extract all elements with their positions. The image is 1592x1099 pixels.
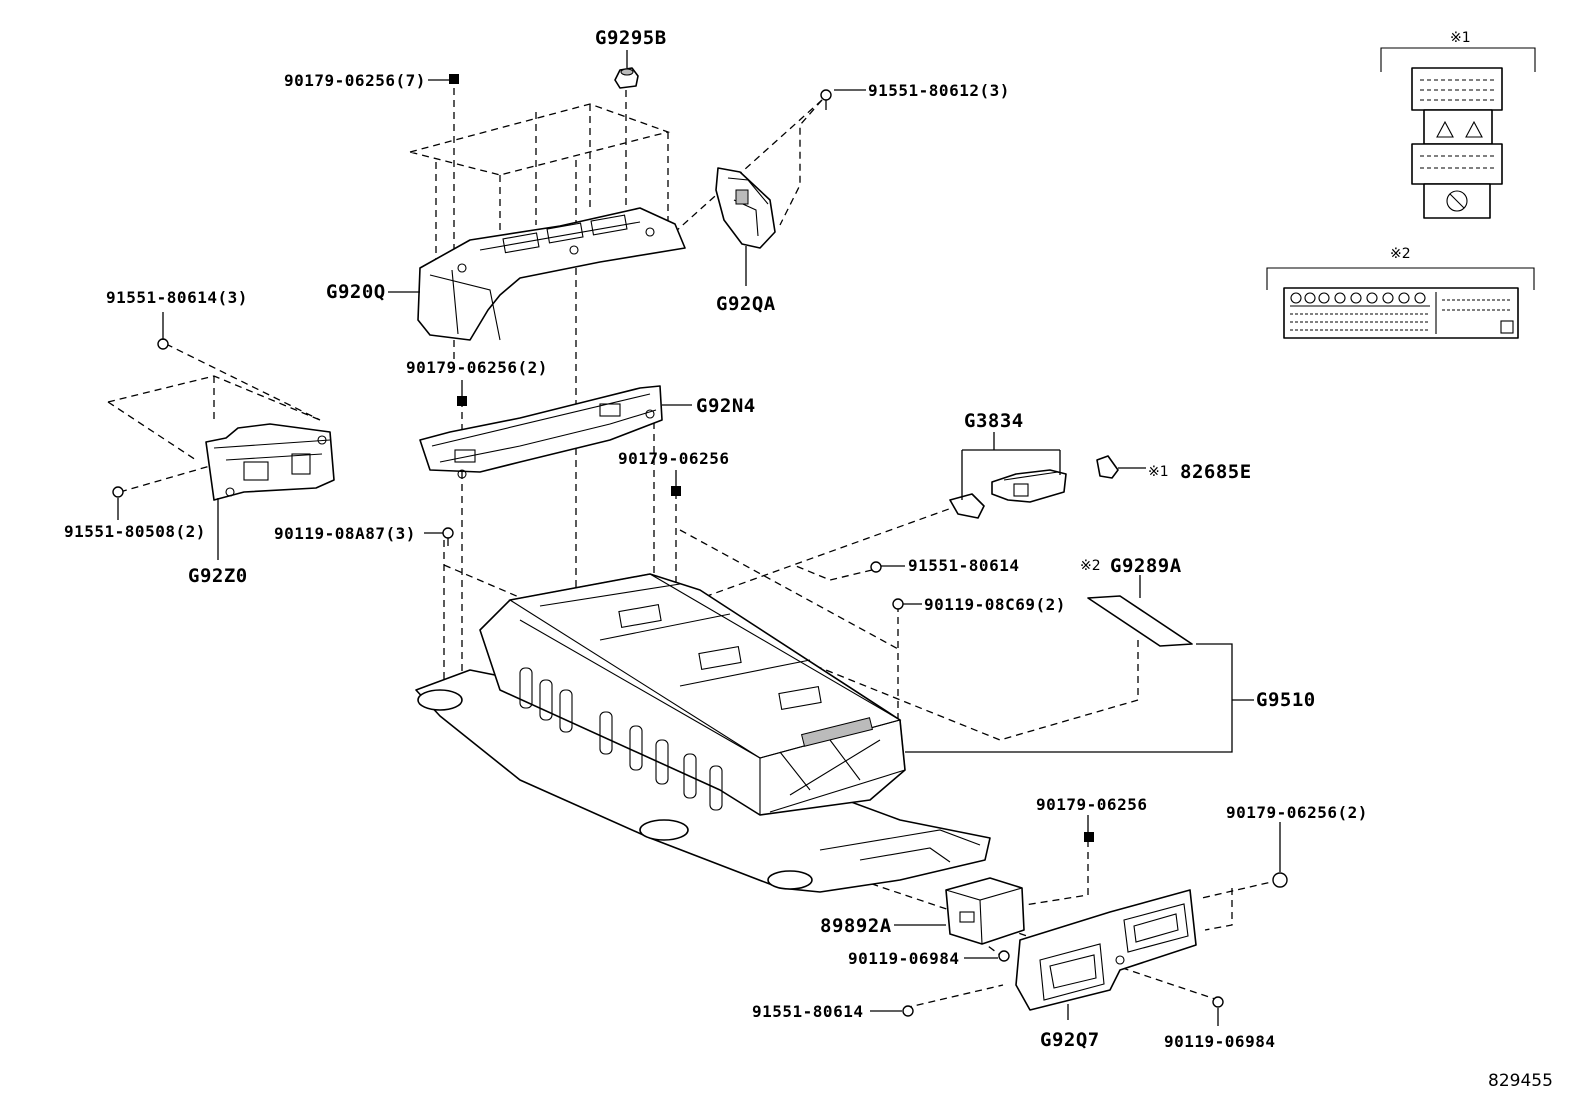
label-91551-80508-2: 91551-80508(2) — [64, 522, 206, 541]
label-82685e: 82685E — [1180, 461, 1252, 483]
part-89892a-module — [945, 877, 1025, 945]
part-labels: G9295B 90179-06256(7) 91551-80612(3) G92… — [64, 27, 1553, 1091]
label-g92n4: G92N4 — [696, 395, 756, 417]
label-90119-08c69-2: 90119-08C69(2) — [924, 595, 1066, 614]
part-g92qa-bracket — [715, 167, 776, 249]
note-mark2: ※2 — [1080, 558, 1101, 574]
label-91551-80614-low: 91551-80614 — [752, 1002, 863, 1021]
label-91551-80614-mid: 91551-80614 — [908, 556, 1019, 575]
part-g92z0-bracket — [205, 423, 335, 501]
part-g3834-clamp — [949, 469, 1067, 519]
bolt-icon — [902, 1005, 914, 1017]
bolt-icon — [1212, 996, 1224, 1008]
nut-icon — [449, 74, 459, 84]
leader-lines — [117, 50, 1281, 1026]
label-90119-06984-a: 90119-06984 — [848, 949, 959, 968]
bolt-icon — [998, 950, 1010, 962]
part-g92n4-bracket — [419, 385, 663, 479]
nut-icon — [671, 486, 681, 496]
nut-icon — [1084, 832, 1094, 842]
part-g920q-cover — [417, 207, 686, 341]
inset-caution-plate-2: ※2 — [1266, 246, 1535, 339]
caution-symbols — [1290, 292, 1426, 304]
label-g9510: G9510 — [1256, 689, 1316, 711]
diagram-id: 829455 — [1488, 1071, 1553, 1091]
label-90179-06256-2-top: 90179-06256(2) — [406, 358, 548, 377]
bolt-icon — [870, 561, 882, 573]
label-90119-08a87-3: 90119-08A87(3) — [274, 524, 416, 543]
label-g920q: G920Q — [326, 281, 386, 303]
label-90179-06256-low: 90179-06256 — [1036, 795, 1147, 814]
part-82685e-label — [1096, 455, 1119, 479]
label-g92z0: G92Z0 — [188, 565, 248, 587]
inset-warning-label-1: ※1 — [1380, 30, 1536, 219]
label-g9295b: G9295B — [595, 27, 667, 49]
bolt-icon — [112, 486, 124, 498]
label-90179-06256-7: 90179-06256(7) — [284, 71, 426, 90]
bolt-icon — [157, 338, 169, 350]
label-g3834: G3834 — [964, 410, 1024, 432]
fasteners — [112, 74, 1288, 1017]
nut-icon — [1272, 872, 1288, 888]
label-g9289a: G9289A — [1110, 555, 1182, 577]
label-89892a: 89892A — [820, 915, 892, 937]
part-g9510-battery-tray — [415, 573, 991, 893]
label-g92q7: G92Q7 — [1040, 1029, 1100, 1051]
label-90179-06256-mid: 90179-06256 — [618, 449, 729, 468]
note-mark1: ※1 — [1148, 464, 1169, 480]
label-g92qa: G92QA — [716, 293, 776, 315]
assembly-guide-lines — [107, 88, 1281, 1009]
bolt-icon — [820, 89, 832, 110]
label-91551-80612-3: 91551-80612(3) — [868, 81, 1010, 100]
nut-icon — [457, 396, 467, 406]
part-g9295b-clip — [614, 67, 639, 89]
label-91551-80614-3: 91551-80614(3) — [106, 288, 248, 307]
label-90179-06256-2-low: 90179-06256(2) — [1226, 803, 1368, 822]
inset2-mark: ※2 — [1390, 246, 1411, 262]
part-g9289a-plate — [1087, 595, 1193, 647]
inset1-mark: ※1 — [1450, 30, 1471, 46]
label-90119-06984-b: 90119-06984 — [1164, 1032, 1275, 1051]
part-g92q7-cover — [1015, 889, 1197, 1011]
bolt-icon — [892, 598, 904, 610]
